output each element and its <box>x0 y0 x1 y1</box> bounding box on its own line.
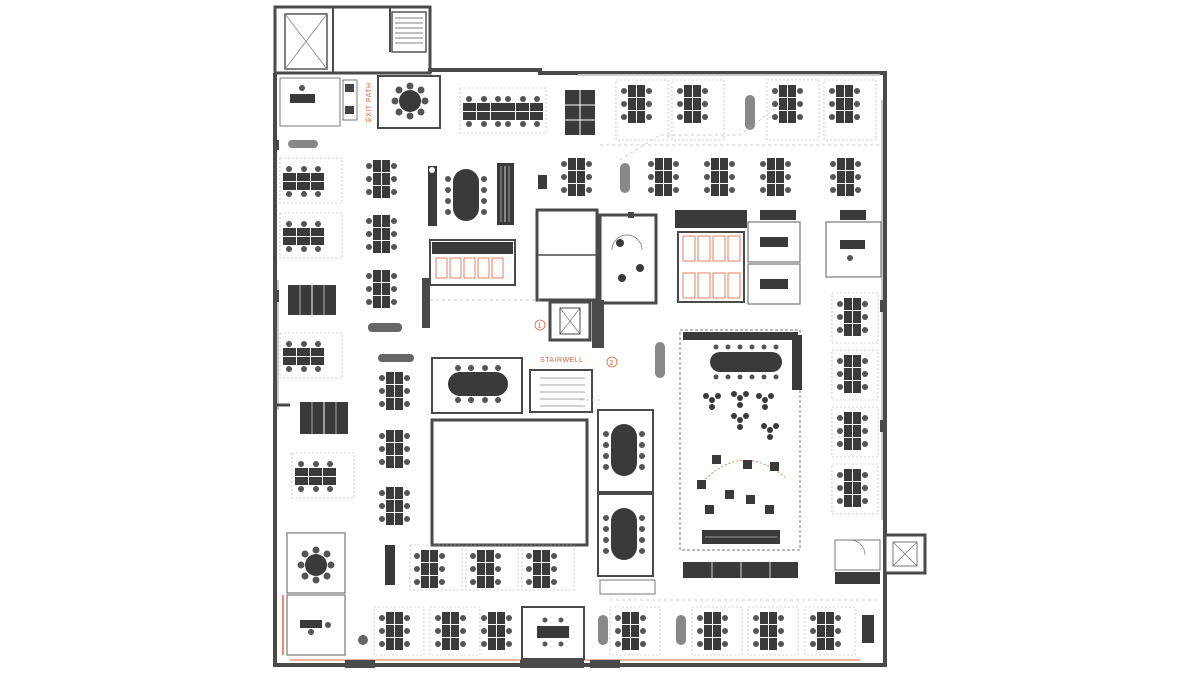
south-wall-columns <box>345 660 620 668</box>
core-ring-markers: 1 2 <box>534 319 618 368</box>
nw-booth <box>342 79 358 121</box>
sw-office <box>286 594 346 656</box>
central-core <box>529 208 604 413</box>
north-second-row-pods <box>538 158 861 196</box>
ne-office <box>825 210 882 278</box>
east-annex-elevator <box>883 533 927 575</box>
stairwell-label: STAIRWELL <box>540 357 584 364</box>
small-meeting-rooms-east <box>747 210 801 305</box>
south-mid-desk-pods <box>385 545 557 588</box>
lounge-core-east <box>598 213 658 305</box>
north-bench <box>745 95 755 130</box>
sw-plant <box>358 635 368 645</box>
west-pod-outlines <box>279 157 355 499</box>
nw-office <box>279 77 341 127</box>
exit-path-label: EXIT PATH <box>366 82 373 122</box>
cafe-south-counter <box>683 562 798 578</box>
north-stair <box>391 11 427 53</box>
locker-bank-west <box>429 239 516 286</box>
south-desk-pods <box>379 612 874 650</box>
north-desk-pods <box>463 85 860 135</box>
circulation-paths <box>430 104 880 601</box>
east-desk-pods <box>837 298 868 507</box>
round-meeting-room-north <box>377 75 441 129</box>
boardroom-east-lower <box>597 493 654 577</box>
south-pod-outlines <box>373 606 856 656</box>
central-storage-benches <box>428 163 514 226</box>
meeting-room-central-west <box>431 357 523 414</box>
interior-columns <box>273 140 886 432</box>
svg-text:2: 2 <box>610 360 614 367</box>
east-bench <box>655 342 665 378</box>
sw-round-meeting-room <box>286 532 346 594</box>
core-wall-west <box>422 278 430 328</box>
west-desk-pods <box>283 140 414 525</box>
north-elevator-shaft <box>284 13 328 70</box>
north-desk-pod-outlines <box>459 79 877 141</box>
cafe-town-hall <box>679 329 802 551</box>
south-mid-outlines <box>409 544 575 591</box>
se-entry <box>834 539 881 584</box>
boardroom-east-upper <box>597 409 654 493</box>
south-small-meeting <box>521 606 585 660</box>
locker-bank-east <box>675 210 747 303</box>
credenza-south <box>599 579 656 595</box>
svg-text:1: 1 <box>538 323 542 330</box>
west-phone-booths <box>288 285 348 434</box>
open-atrium <box>430 418 589 547</box>
